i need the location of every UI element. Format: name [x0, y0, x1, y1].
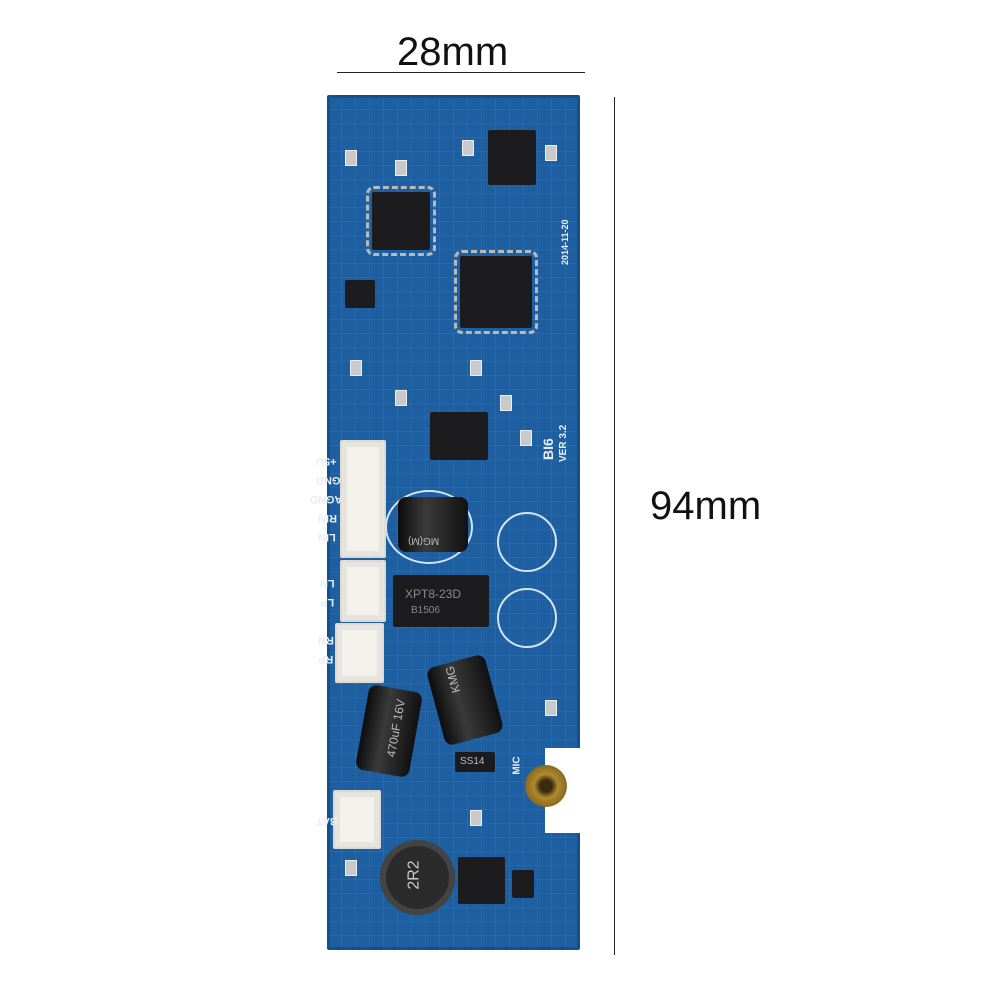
electrolytic-cap-1: MG(M): [398, 497, 468, 552]
qfp-chip-1: [366, 186, 436, 256]
regulator-ic: [458, 857, 505, 904]
smd-component: [545, 145, 557, 161]
silk-agnd: AGND: [310, 493, 343, 505]
smd-component: [470, 810, 482, 826]
silk-bat: BAT: [316, 815, 338, 827]
amplifier-chip: XPT8-23D B1506: [393, 575, 489, 627]
small-ic: [345, 280, 375, 308]
smd-component: [395, 390, 407, 406]
battery-connector: [333, 790, 381, 849]
smd-component: [470, 360, 482, 376]
silk-rin: RIN: [318, 512, 337, 524]
qfp-chip-2: [454, 250, 538, 334]
smd-component: [520, 430, 532, 446]
smd-component: [350, 360, 362, 376]
ic-top-right: [488, 130, 536, 185]
smd-component: [462, 140, 474, 156]
cap-outline: [385, 490, 473, 564]
height-label: 94mm: [650, 484, 762, 528]
smd-component: [500, 395, 512, 411]
soic-opamp: [430, 412, 488, 460]
microphone: [525, 765, 567, 807]
silk-lp: LP: [320, 596, 335, 608]
silk-mic: MIC: [511, 756, 523, 775]
silk-version: VER 3.2: [558, 424, 569, 462]
inductor: 2R2: [380, 840, 455, 915]
cap-pad-2: [497, 588, 557, 648]
silk-gnd: GND: [316, 474, 341, 486]
audio-connector: [340, 440, 386, 558]
silk-date: 2014-11-20: [560, 219, 570, 265]
height-line: [614, 97, 615, 955]
cap-pad-1: [497, 512, 557, 572]
silk-5v: +5U: [316, 455, 337, 467]
width-line: [337, 72, 585, 73]
silk-rn: RN: [318, 634, 334, 646]
silk-model: BI6: [540, 438, 556, 460]
silk-rp: RP: [318, 653, 334, 665]
small-transistor: [512, 870, 534, 898]
diode: SS14: [455, 752, 495, 772]
smd-component: [545, 700, 557, 716]
smd-component: [395, 160, 407, 176]
right-speaker-connector: [335, 623, 384, 683]
smd-component: [345, 150, 357, 166]
smd-component: [345, 860, 357, 876]
left-speaker-connector: [340, 560, 386, 622]
width-label: 28mm: [397, 30, 509, 74]
silk-ln: LN: [320, 577, 335, 589]
silk-lin: LIN: [318, 531, 336, 543]
